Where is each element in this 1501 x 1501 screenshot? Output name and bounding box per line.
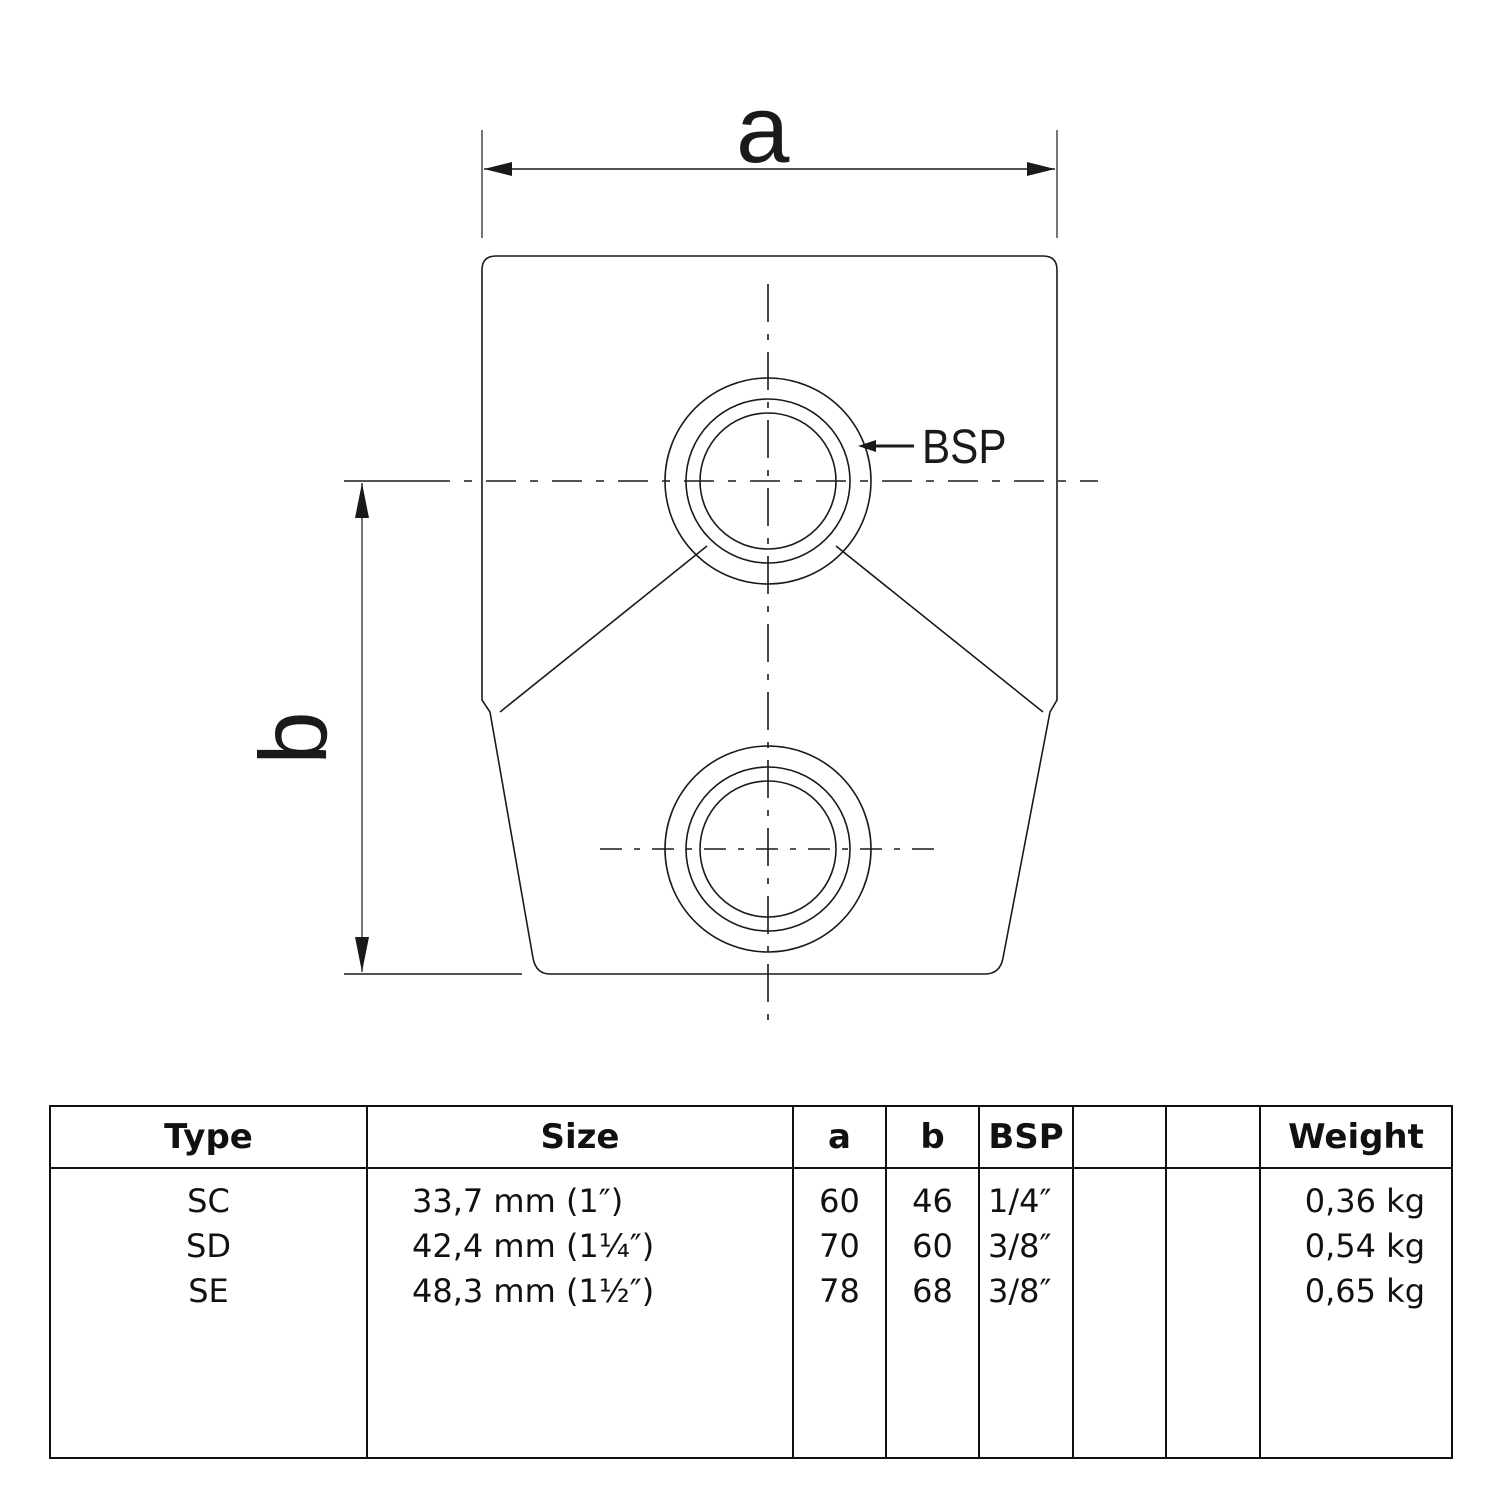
cell-type: SD	[186, 1227, 231, 1265]
cell-b: 46	[912, 1182, 953, 1220]
header-type: Type	[49, 1106, 368, 1169]
specification-table: Type Size a b BSP Weight SC SD SE 33,7 m…	[49, 1105, 1453, 1459]
cell-weight: 0,54 kg	[1304, 1227, 1425, 1265]
column-empty-1	[1072, 1168, 1167, 1458]
cell-weight: 0,36 kg	[1304, 1182, 1425, 1220]
dimension-a-arrow-right	[1027, 162, 1055, 176]
column-bsp: 1/4″ 3/8″ 3/8″	[978, 1168, 1074, 1458]
cell-weight: 0,65 kg	[1304, 1272, 1425, 1310]
cell-size: 33,7 mm (1″)	[412, 1182, 624, 1220]
cell-b: 60	[912, 1227, 953, 1265]
web-line-right	[835, 545, 1044, 713]
cell-size: 48,3 mm (1½″)	[412, 1272, 655, 1310]
header-a: a	[792, 1106, 887, 1169]
technical-drawing: a b BSP	[240, 76, 1098, 1022]
header-size: Size	[366, 1106, 794, 1169]
column-type: SC SD SE	[49, 1168, 368, 1458]
dimension-a-arrow-left	[484, 162, 512, 176]
cell-type: SE	[188, 1272, 229, 1310]
cell-bsp: 1/4″	[988, 1182, 1052, 1220]
web-line-left	[499, 545, 708, 713]
cell-a: 70	[819, 1227, 860, 1265]
header-empty-1	[1072, 1106, 1167, 1169]
dimension-b-arrow-bottom	[355, 937, 369, 972]
column-weight: 0,36 kg 0,54 kg 0,65 kg	[1259, 1168, 1453, 1458]
header-bsp: BSP	[978, 1106, 1074, 1169]
header-b: b	[885, 1106, 980, 1169]
cell-size: 42,4 mm (1¼″)	[412, 1227, 655, 1265]
column-size: 33,7 mm (1″) 42,4 mm (1¼″) 48,3 mm (1½″)	[366, 1168, 794, 1458]
table-header-row: Type Size a b BSP Weight	[49, 1106, 1453, 1169]
bsp-thread-label: BSP	[922, 421, 1007, 474]
bsp-arrow-head	[858, 440, 876, 452]
cell-bsp: 3/8″	[988, 1227, 1052, 1265]
header-empty-2	[1165, 1106, 1261, 1169]
cell-type: SC	[187, 1182, 230, 1220]
fitting-outline-drawing	[344, 130, 1098, 1022]
cell-b: 68	[912, 1272, 953, 1310]
fitting-body-outline	[481, 255, 1058, 975]
dimension-b-label: b	[240, 711, 348, 765]
cell-a: 78	[819, 1272, 860, 1310]
cell-bsp: 3/8″	[988, 1272, 1052, 1310]
header-weight: Weight	[1259, 1106, 1453, 1169]
column-b: 46 60 68	[885, 1168, 980, 1458]
column-empty-2	[1165, 1168, 1261, 1458]
cell-a: 60	[819, 1182, 860, 1220]
dimension-b-arrow-top	[355, 483, 369, 518]
table-body-row: SC SD SE 33,7 mm (1″) 42,4 mm (1¼″) 48,3…	[49, 1168, 1453, 1458]
column-a: 60 70 78	[792, 1168, 887, 1458]
dimension-a-label: a	[736, 76, 790, 183]
